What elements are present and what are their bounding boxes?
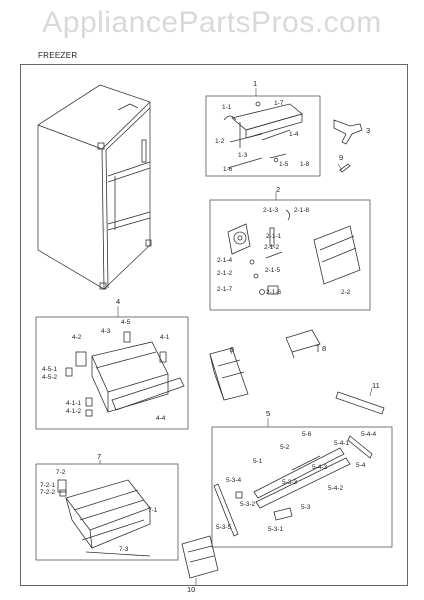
group-1-ice-maker-assembly (205, 95, 321, 177)
callout-5-4-2: 5-4-2 (328, 485, 344, 492)
part-11-rail (335, 391, 385, 415)
callout-11: 11 (372, 381, 380, 390)
callout-6: 6 (230, 345, 234, 354)
callout-2-1-8: 2-1-8 (294, 207, 310, 214)
refrigerator-cabinet (37, 84, 152, 290)
callout-1-6: 1-6 (223, 166, 233, 173)
callout-2-1-4: 2-1-4 (217, 257, 233, 264)
leader-lines (99, 88, 373, 586)
callout-2-1-1: 2-1-1 (266, 233, 282, 240)
callout-1-5: 1-5 (279, 161, 289, 168)
callout-1-4: 1-4 (289, 131, 299, 138)
diagram-frame (20, 64, 408, 586)
callout-5-1: 5-1 (253, 458, 263, 465)
callout-2: 2 (276, 185, 280, 194)
callout-5-2: 5-2 (280, 444, 290, 451)
callout-7-3: 7-3 (119, 546, 129, 553)
callout-2-1-2-left: 2-1-2 (217, 270, 233, 277)
part-6-basket (209, 347, 249, 401)
callout-2-1-5: 2-1-5 (265, 267, 281, 274)
callout-5-6: 5-6 (302, 431, 312, 438)
callout-2-1-3: 2-1-3 (263, 207, 279, 214)
callout-7-2-1: 7-2-1 (40, 482, 56, 489)
callout-1-3: 1-3 (238, 152, 248, 159)
callout-4-5: 4-5 (121, 319, 131, 326)
callout-2-1-7: 2-1-7 (217, 286, 233, 293)
callout-4-1: 4-1 (160, 334, 170, 341)
callout-1-8: 1-8 (300, 161, 310, 168)
part-10-hinge-bar (181, 535, 219, 579)
callout-2-1-2: 2-1-2 (264, 244, 280, 251)
callout-5-3-1: 5-3-1 (268, 526, 284, 533)
callout-7: 7 (97, 452, 101, 461)
callout-4-5-1: 4-5-1 (42, 366, 58, 373)
callout-5-4-1: 5-4-1 (334, 440, 350, 447)
callout-1-7: 1-7 (274, 100, 284, 107)
callout-1-2: 1-2 (215, 138, 225, 145)
callout-5-3: 5-3 (301, 504, 311, 511)
callout-4-4: 4-4 (156, 415, 166, 422)
part-9-clip (339, 163, 351, 173)
callout-5-4: 5-4 (356, 462, 366, 469)
callout-1: 1 (253, 79, 257, 88)
callout-4-1-2: 4-1-2 (66, 408, 82, 415)
callout-2-2: 2-2 (341, 289, 351, 296)
callout-5-3-2: 5-3-2 (240, 501, 256, 508)
callout-5: 5 (266, 409, 270, 418)
callout-3: 3 (366, 126, 370, 135)
callout-5-3-3: 5-3-3 (282, 479, 298, 486)
callout-4-1-1: 4-1-1 (66, 400, 82, 407)
section-label: FREEZER (38, 51, 78, 60)
callout-4-5-2: 4-5-2 (42, 374, 58, 381)
callout-9: 9 (339, 153, 343, 162)
part-3-bracket (333, 119, 363, 145)
group-7-lower-basket (35, 463, 179, 561)
callout-10: 10 (187, 585, 195, 594)
part-8-cover (285, 329, 321, 359)
callout-1-1: 1-1 (222, 104, 232, 111)
callout-labels: 1 1-1 1-7 1-2 1-4 1-3 1-5 1-8 1-6 3 9 2 … (40, 79, 380, 594)
group-2-fan-assembly (209, 199, 371, 311)
group-5-rail-assembly (211, 426, 393, 548)
callout-5-4-3: 5-4-3 (312, 464, 328, 471)
callout-4: 4 (116, 297, 120, 306)
callout-8: 8 (322, 344, 326, 353)
callout-4-2: 4-2 (72, 334, 82, 341)
site-watermark-title: AppliancePartsPros.com (42, 6, 382, 39)
callout-4-3: 4-3 (101, 328, 111, 335)
group-4-freezer-drawer (35, 316, 189, 430)
callout-2-1-6: 2-1-6 (266, 289, 282, 296)
callout-7-2-2: 7-2-2 (40, 489, 56, 496)
callout-7-2: 7-2 (56, 469, 66, 476)
callout-5-3-4: 5-3-4 (226, 477, 242, 484)
callout-5-4-4: 5-4-4 (361, 431, 377, 438)
callout-7-1: 7-1 (148, 507, 158, 514)
callout-5-3-5: 5-3-5 (216, 524, 232, 531)
